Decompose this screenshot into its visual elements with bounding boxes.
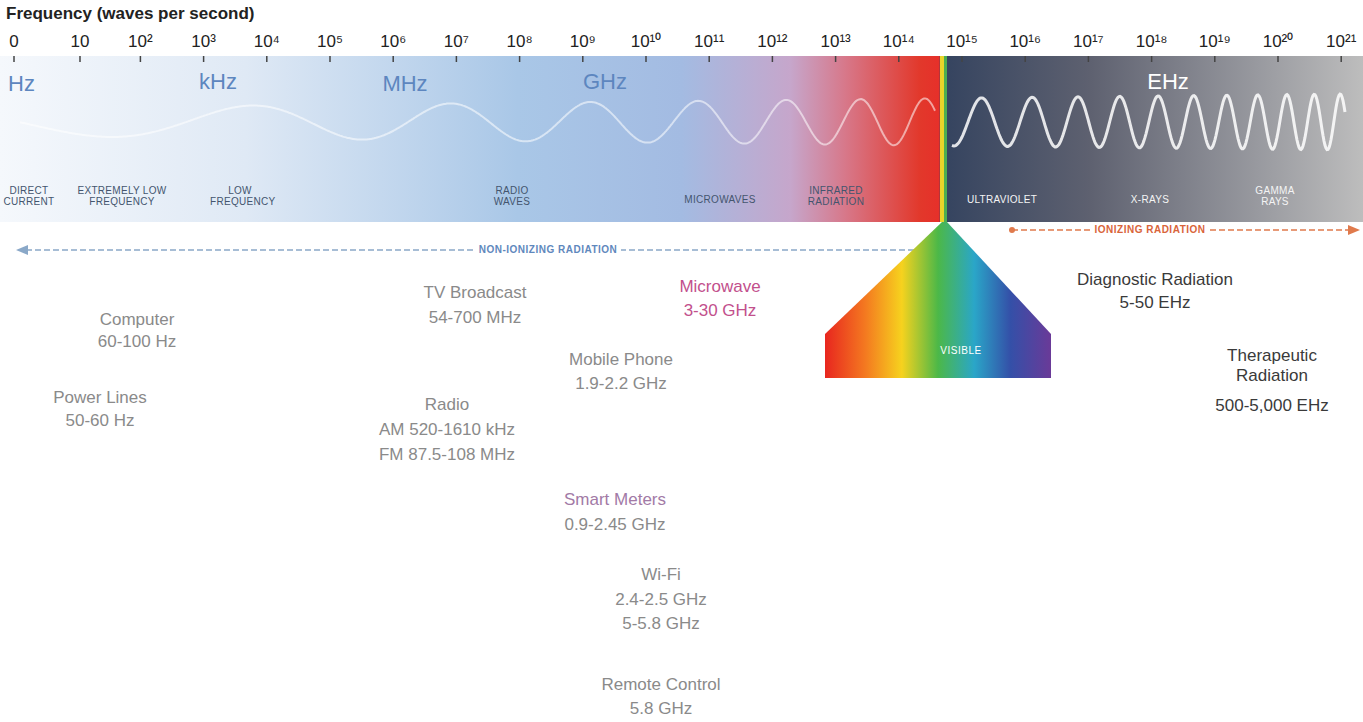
tick-mark <box>582 56 584 62</box>
device-name: Remote Control <box>601 675 720 695</box>
tick-mark <box>772 56 774 62</box>
tick-label: 10⁸ <box>507 32 533 52</box>
visible-stripe-yellow <box>940 56 944 222</box>
frequency-range: AM 520-1610 kHz <box>379 420 515 440</box>
region-label: IONIZING RADIATION <box>1090 224 1209 236</box>
tick-mark <box>1151 56 1153 62</box>
tick-label: 10¹⁴ <box>883 32 915 52</box>
wave-line <box>952 94 1345 150</box>
band-name: X-RAYS <box>1131 194 1169 206</box>
tick-label: 10¹¹ <box>694 32 724 52</box>
frequency-range: 3-30 GHz <box>684 301 757 321</box>
tick-label: 10¹³ <box>820 32 850 52</box>
tick-mark <box>1088 56 1090 62</box>
tick-mark <box>456 56 458 62</box>
band-unit: GHz <box>583 69 627 94</box>
tick-label: 10²¹ <box>1326 32 1356 52</box>
tick-label: 10²⁰ <box>1263 32 1294 52</box>
band-unit: MHz <box>382 71 427 96</box>
device-name: Mobile Phone <box>569 350 673 370</box>
band-name: VISIBLE <box>940 345 981 356</box>
tick-label: 10¹⁷ <box>1073 32 1104 52</box>
device-name: Diagnostic Radiation <box>1077 270 1233 290</box>
tick-mark <box>392 56 394 62</box>
wave-line <box>20 98 935 145</box>
tick-mark <box>266 56 268 62</box>
axis-title: Frequency (waves per second) <box>6 4 254 24</box>
band-name: EXTREMELY LOW FREQUENCY <box>77 185 167 208</box>
tick-mark <box>645 56 647 62</box>
tick-mark <box>835 56 837 62</box>
frequency-range: 54-700 MHz <box>429 308 522 328</box>
frequency-range: 50-60 Hz <box>66 411 135 431</box>
tick-label: 10¹² <box>757 32 787 52</box>
visible-stripe-green <box>944 56 947 222</box>
frequency-range: 0.9-2.45 GHz <box>564 515 665 535</box>
frequency-range: 500-5,000 EHz <box>1215 396 1328 416</box>
tick-mark <box>519 56 521 62</box>
tick-label: 10⁷ <box>444 32 469 52</box>
tick-mark <box>79 56 81 62</box>
spectrum-band <box>0 56 1363 222</box>
tick-label: 10⁴ <box>254 32 280 52</box>
tick-marks <box>14 56 1341 62</box>
frequency-range: 5.8 GHz <box>630 699 692 719</box>
frequency-range: 5-50 EHz <box>1120 293 1191 313</box>
tick-label: 10³ <box>191 32 216 52</box>
device-name: Smart Meters <box>564 490 666 510</box>
tick-mark <box>203 56 205 62</box>
tick-label: 10⁶ <box>380 32 406 52</box>
tick-mark <box>961 56 963 62</box>
device-name: Computer <box>100 310 175 330</box>
device-name: Radio <box>425 395 469 415</box>
band-name: ULTRAVIOLET <box>967 194 1037 206</box>
tick-label: 10² <box>128 32 153 52</box>
frequency-range: FM 87.5-108 MHz <box>379 445 515 465</box>
region-label: NON-IONIZING RADIATION <box>475 244 622 256</box>
tick-mark <box>1024 56 1026 62</box>
tick-label: 10 <box>71 32 90 52</box>
band-name: RADIO WAVES <box>487 185 537 208</box>
device-name: Therapeutic Radiation <box>1207 346 1337 385</box>
tick-mark <box>140 56 142 62</box>
tick-mark <box>708 56 710 62</box>
device-name: Microwave <box>679 277 760 297</box>
band-name: DIRECT CURRENT <box>3 185 55 208</box>
tick-mark <box>13 56 15 62</box>
prism-shape <box>825 222 1051 378</box>
tick-label: 10⁹ <box>570 32 596 52</box>
band-unit: kHz <box>199 69 237 94</box>
device-name: TV Broadcast <box>424 283 527 303</box>
tick-label: 0 <box>9 32 18 52</box>
device-name: Power Lines <box>53 388 147 408</box>
tick-label: 10¹⁵ <box>946 32 978 52</box>
frequency-range: 1.9-2.2 GHz <box>575 374 667 394</box>
band-name: GAMMA RAYS <box>1250 185 1300 208</box>
band-name: MICROWAVES <box>684 194 755 206</box>
band-unit: Hz <box>8 71 35 96</box>
tick-label: 10¹⁰ <box>631 32 662 52</box>
arrow-head <box>1348 225 1360 235</box>
band-name: INFRARED RADIATION <box>801 185 871 208</box>
tick-mark <box>898 56 900 62</box>
frequency-range: 5-5.8 GHz <box>622 614 699 634</box>
band-unit: EHz <box>1147 69 1189 94</box>
arrow-head <box>16 245 28 255</box>
tick-label: 10⁵ <box>317 32 343 52</box>
tick-mark <box>1340 56 1342 62</box>
tick-mark <box>1214 56 1216 62</box>
tick-label: 10¹⁹ <box>1199 32 1231 52</box>
arrow-dot <box>1009 227 1015 233</box>
device-name: Wi-Fi <box>641 565 681 585</box>
tick-label: 10¹⁶ <box>1009 32 1041 52</box>
tick-mark <box>329 56 331 62</box>
frequency-range: 2.4-2.5 GHz <box>615 590 707 610</box>
visible-prism: VISIBLE <box>825 222 1051 378</box>
tick-mark <box>1277 56 1279 62</box>
frequency-range: 60-100 Hz <box>98 332 176 352</box>
tick-label: 10¹⁸ <box>1136 32 1168 52</box>
band-name: LOW FREQUENCY <box>210 185 270 208</box>
